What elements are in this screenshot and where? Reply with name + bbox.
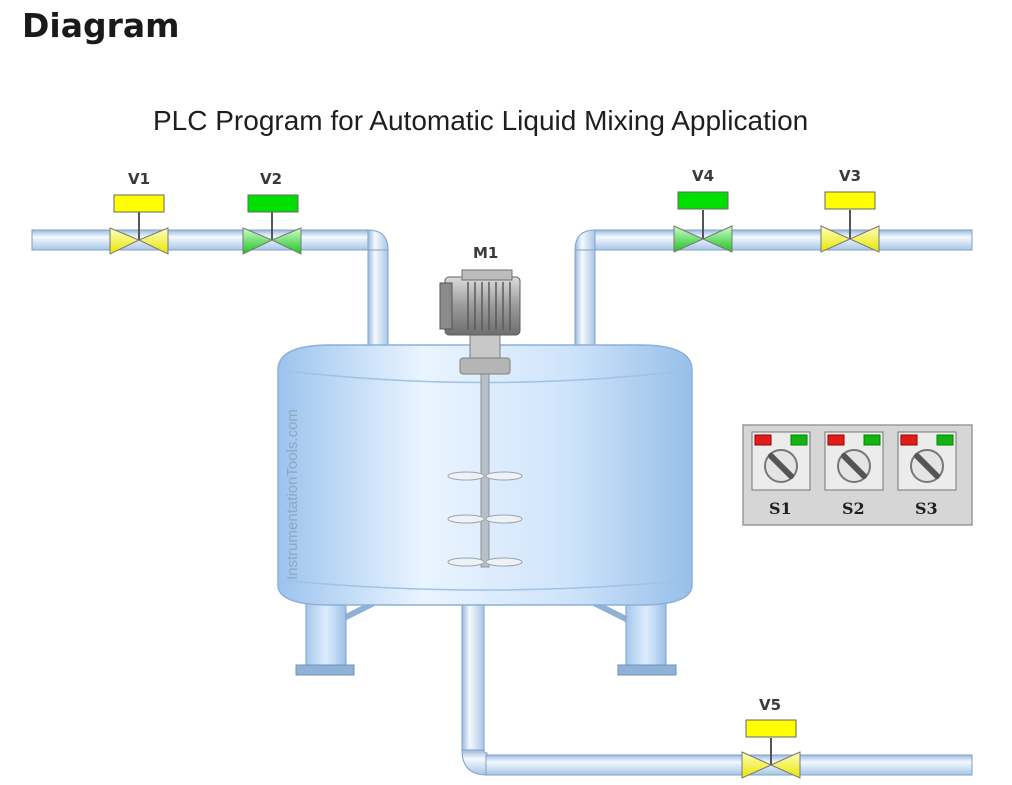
valve-actuator bbox=[677, 191, 729, 210]
inlet-pipe-left bbox=[31, 229, 389, 351]
switch-label: S3 bbox=[915, 499, 938, 518]
agitator bbox=[447, 357, 523, 568]
impeller-blade bbox=[447, 557, 523, 567]
valve-label: V2 bbox=[260, 170, 282, 188]
on-indicator bbox=[936, 434, 954, 446]
valve-v5[interactable]: V5 bbox=[741, 696, 801, 779]
selector-switch-s2[interactable]: S2 bbox=[824, 431, 884, 518]
valve-actuator bbox=[247, 194, 299, 213]
valve-actuator bbox=[113, 194, 165, 213]
valve-actuator bbox=[745, 719, 797, 738]
selector-switch-s1[interactable]: S1 bbox=[751, 431, 811, 518]
impeller-blade bbox=[447, 471, 523, 481]
selector-switch-s3[interactable]: S3 bbox=[897, 431, 957, 518]
off-indicator bbox=[900, 434, 918, 446]
valve-v4[interactable]: V4 bbox=[673, 167, 733, 253]
switch-panel: S1 S2 S3 bbox=[742, 424, 973, 526]
on-indicator bbox=[863, 434, 881, 446]
switch-label: S2 bbox=[842, 499, 865, 518]
motor-m1[interactable]: M1 bbox=[439, 244, 521, 359]
switch-label: S1 bbox=[769, 499, 792, 518]
valve-v1[interactable]: V1 bbox=[109, 170, 169, 255]
watermark-text: InstrumentationTools.com bbox=[284, 409, 301, 580]
valve-label: V5 bbox=[759, 696, 781, 714]
diagram-title: PLC Program for Automatic Liquid Mixing … bbox=[153, 105, 808, 136]
valve-label: V1 bbox=[128, 170, 150, 188]
on-indicator bbox=[790, 434, 808, 446]
valve-label: V4 bbox=[692, 167, 714, 185]
inlet-pipe-right bbox=[574, 229, 973, 351]
outlet-pipe bbox=[461, 599, 973, 776]
valve-v2[interactable]: V2 bbox=[242, 170, 302, 255]
valve-v3[interactable]: V3 bbox=[820, 167, 880, 253]
impeller-blade bbox=[447, 514, 523, 524]
valve-actuator bbox=[824, 191, 876, 210]
valve-label: V3 bbox=[839, 167, 861, 185]
off-indicator bbox=[754, 434, 772, 446]
off-indicator bbox=[827, 434, 845, 446]
motor-label: M1 bbox=[473, 244, 498, 262]
page-heading: Diagram bbox=[22, 6, 180, 45]
